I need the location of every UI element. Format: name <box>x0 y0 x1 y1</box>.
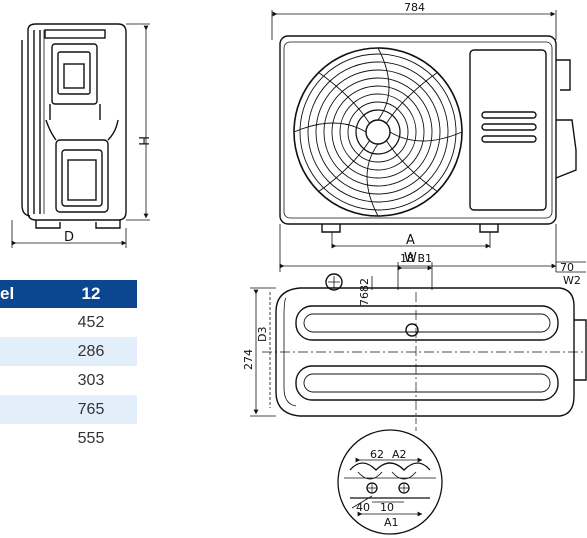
top-width-dim: 784 <box>404 1 425 14</box>
header-label: el <box>0 280 45 308</box>
a-dim-label: A <box>406 233 415 248</box>
header-value: 12 <box>45 280 137 308</box>
table-row: 303 <box>0 366 137 395</box>
detail-dim-40: 40 <box>356 501 370 514</box>
table-row: 286 <box>0 337 137 366</box>
row-value: 452 <box>77 313 105 331</box>
row-value: 555 <box>77 429 105 447</box>
bottom-view <box>250 262 587 432</box>
side-view <box>11 23 150 248</box>
dim-7682: 7682 <box>358 278 371 306</box>
table-header-row: el 12 <box>0 280 137 308</box>
right-dim-top: 70 <box>560 261 574 274</box>
height-label: H <box>135 136 150 146</box>
left-274-dim: 274 <box>242 349 255 370</box>
detail-dim-a1: A1 <box>384 516 399 529</box>
detail-view <box>337 429 443 535</box>
row-value: 303 <box>77 371 105 389</box>
row-label <box>0 395 45 424</box>
front-view <box>271 10 586 273</box>
row-value: 765 <box>45 395 137 424</box>
row-label <box>0 308 45 337</box>
table-row: 452 <box>0 308 137 337</box>
table-row: 555 <box>0 424 137 453</box>
detail-dim-a2: A2 <box>392 448 407 461</box>
depth-label: D <box>64 230 74 245</box>
spec-table: el 12 452 286 303 765 555 <box>0 280 137 453</box>
table-row: 765 <box>0 395 137 424</box>
dim-18b1: 18 B1 <box>400 252 432 265</box>
detail-dim-10: 10 <box>380 501 394 514</box>
d3-dim: D3 <box>256 327 269 342</box>
row-label <box>0 424 45 453</box>
w-dim-label: W <box>404 251 417 266</box>
right-dim-bottom: W2 <box>563 274 581 287</box>
row-label <box>0 337 45 366</box>
row-value: 286 <box>45 337 137 366</box>
row-label <box>0 366 45 395</box>
detail-dim-62: 62 <box>370 448 384 461</box>
